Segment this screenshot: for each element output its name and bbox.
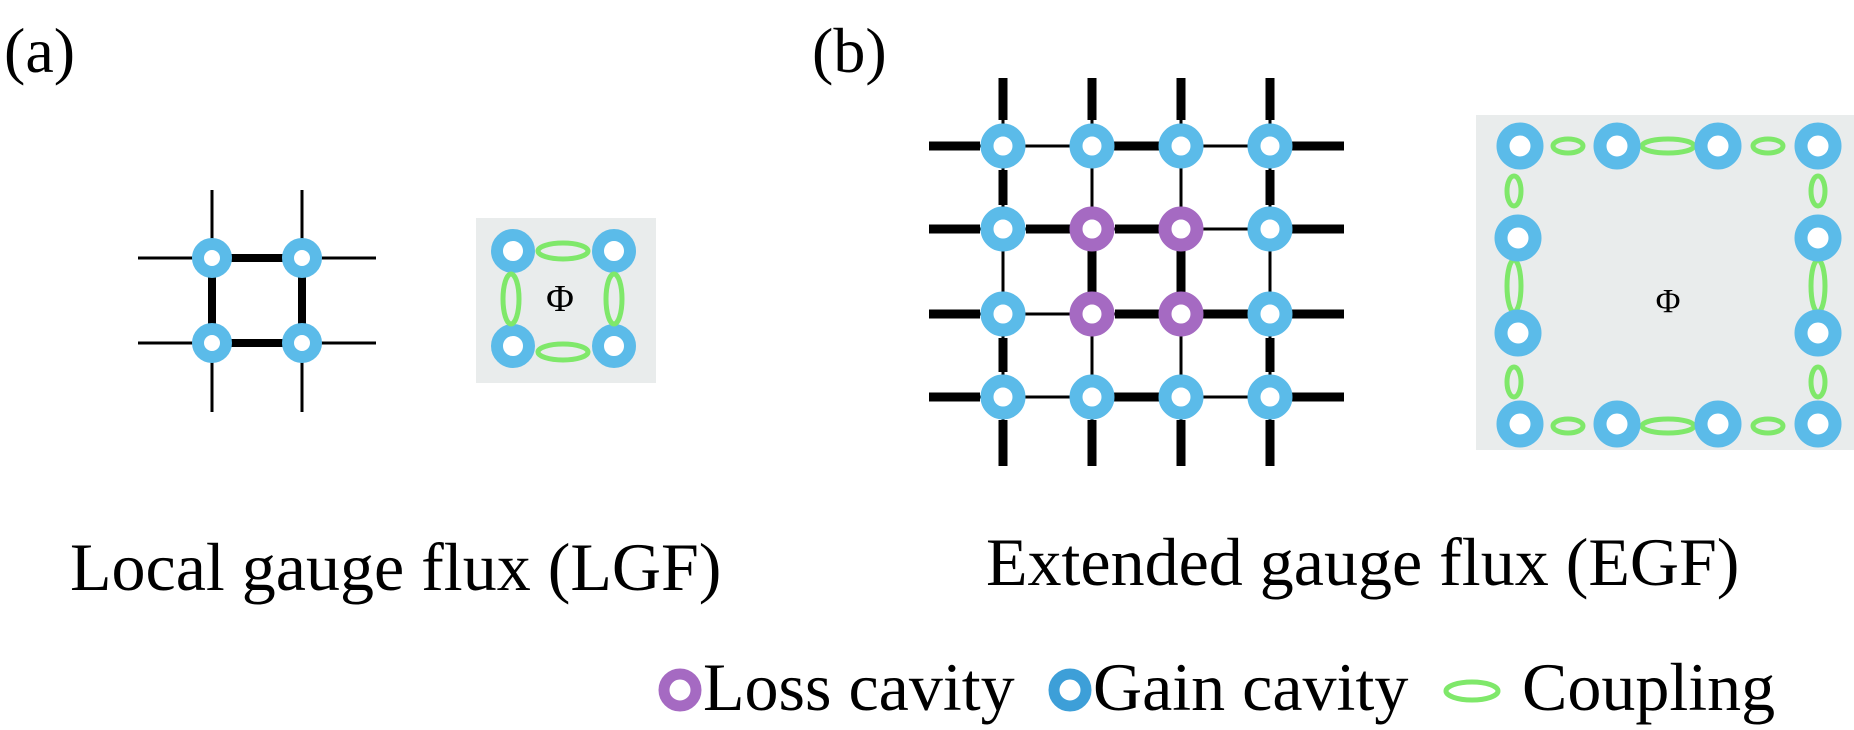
loss-cavity (1158, 291, 1204, 337)
gain-cavity (192, 238, 232, 278)
legend-gain-label: Gain cavity (1093, 649, 1408, 725)
panel-a-label: (a) (4, 15, 75, 86)
coupling (535, 341, 591, 363)
gain-cavity (1694, 400, 1742, 448)
gain-cavity (1247, 374, 1293, 420)
coupling (1808, 364, 1828, 400)
legend-coupling-label: Coupling (1522, 649, 1775, 725)
legend-loss-label: Loss cavity (703, 649, 1015, 725)
coupling (1550, 136, 1586, 156)
panel-b-flux-symbol: Φ (1656, 283, 1681, 320)
gain-cavity (592, 324, 636, 368)
panel-b-label: (b) (812, 15, 887, 86)
gain-cavity (1593, 122, 1641, 170)
gain-cavity (1158, 374, 1204, 420)
gain-cavity (1694, 122, 1742, 170)
coupling (1504, 364, 1524, 400)
coupling (500, 271, 522, 327)
coupling (1808, 173, 1828, 209)
gain-cavity (491, 324, 535, 368)
coupling (1639, 136, 1697, 156)
panel-b-caption: Extended gauge flux (EGF) (986, 524, 1739, 600)
gain-cavity (192, 323, 232, 363)
coupling (1504, 173, 1524, 209)
coupling (1750, 136, 1786, 156)
gain-cavity (1247, 291, 1293, 337)
coupling-icon (1443, 679, 1501, 703)
coupling (1550, 416, 1586, 436)
gain-cavity (1794, 214, 1842, 262)
gain-cavity (980, 206, 1026, 252)
gain-cavity (980, 374, 1026, 420)
panel-a-lattice (138, 190, 376, 412)
panel-b-ring (1476, 115, 1854, 450)
gain-cavity (1158, 123, 1204, 169)
gain-cavity (1496, 400, 1544, 448)
gain-cavity (1069, 374, 1115, 420)
gain-cavity (491, 229, 535, 273)
gain-cavity (1247, 206, 1293, 252)
gain-cavity (1069, 123, 1115, 169)
gain-cavity (1494, 214, 1542, 262)
panel-a-ring (476, 218, 656, 383)
gain-cavity (282, 238, 322, 278)
gain-cavity (1794, 309, 1842, 357)
gain-cavity-icon (1048, 668, 1092, 712)
loss-cavity-icon (658, 668, 702, 712)
coupling (535, 240, 591, 262)
gain-cavity (1247, 123, 1293, 169)
gain-cavity (980, 123, 1026, 169)
gain-cavity (1494, 309, 1542, 357)
panel-b-lattice (929, 78, 1344, 466)
gain-cavity (980, 291, 1026, 337)
gain-cavity (282, 323, 322, 363)
gain-cavity (1496, 122, 1544, 170)
legend: Loss cavity Gain cavity Coupling (658, 649, 1775, 725)
coupling (1750, 416, 1786, 436)
loss-cavity (1158, 206, 1204, 252)
loss-cavity (1069, 206, 1115, 252)
gain-cavity (1794, 122, 1842, 170)
gain-cavity (592, 229, 636, 273)
coupling (1639, 416, 1697, 436)
loss-cavity (1069, 291, 1115, 337)
coupling (603, 271, 625, 327)
gain-cavity (1593, 400, 1641, 448)
panel-a-flux-symbol: Φ (546, 278, 574, 320)
gain-cavity (1794, 400, 1842, 448)
panel-a-caption: Local gauge flux (LGF) (70, 529, 721, 605)
panel-b-flux-box (1476, 115, 1854, 450)
